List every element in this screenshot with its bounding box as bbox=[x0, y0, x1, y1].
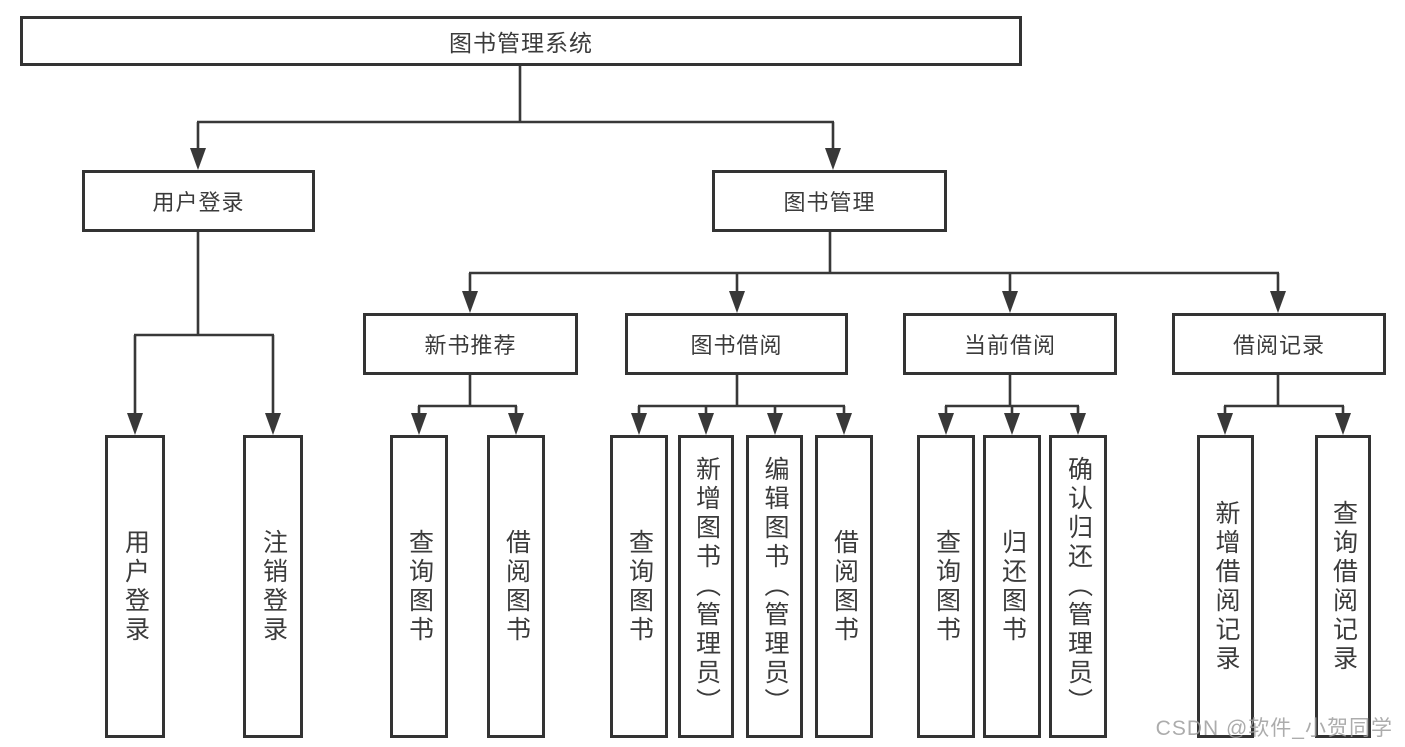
leaf-user-login: 用户登录 bbox=[105, 435, 165, 738]
node-root-system: 图书管理系统 bbox=[20, 16, 1022, 66]
leaf-edit-book-admin-label: 编辑图书（管理员） bbox=[761, 456, 789, 717]
leaf-query-books-current-label: 查询图书 bbox=[932, 528, 961, 645]
leaf-add-borrow-record: 新增借阅记录 bbox=[1197, 435, 1254, 738]
leaf-query-books-recommend: 查询图书 bbox=[390, 435, 448, 738]
node-borrowing-records: 借阅记录 bbox=[1172, 313, 1386, 375]
leaf-query-borrow-record-label: 查询借阅记录 bbox=[1329, 499, 1358, 674]
leaf-borrow-books-label: 借阅图书 bbox=[830, 528, 859, 645]
leaf-borrow-books-recommend-label: 借阅图书 bbox=[502, 528, 531, 645]
node-current-borrowing: 当前借阅 bbox=[903, 313, 1117, 375]
node-book-borrowing: 图书借阅 bbox=[625, 313, 848, 375]
node-book-management: 图书管理 bbox=[712, 170, 947, 232]
leaf-query-books-borrow: 查询图书 bbox=[610, 435, 668, 738]
leaf-query-books-recommend-label: 查询图书 bbox=[405, 528, 434, 645]
node-user-login: 用户登录 bbox=[82, 170, 315, 232]
leaf-add-borrow-record-label: 新增借阅记录 bbox=[1212, 499, 1240, 674]
leaf-query-borrow-record: 查询借阅记录 bbox=[1315, 435, 1371, 738]
leaf-add-book-admin: 新增图书（管理员） bbox=[678, 435, 734, 738]
leaf-return-book-label: 归还图书 bbox=[998, 528, 1027, 645]
leaf-query-books-current: 查询图书 bbox=[917, 435, 975, 738]
leaf-query-books-borrow-label: 查询图书 bbox=[625, 528, 654, 645]
leaf-borrow-books-recommend: 借阅图书 bbox=[487, 435, 545, 738]
leaf-user-login-label: 用户登录 bbox=[121, 528, 150, 645]
leaf-add-book-admin-label: 新增图书（管理员） bbox=[692, 456, 721, 717]
leaf-return-book: 归还图书 bbox=[983, 435, 1041, 738]
arrowheads bbox=[127, 148, 1351, 435]
leaf-confirm-return-admin-label: 确认归还（管理员） bbox=[1064, 456, 1093, 717]
leaf-confirm-return-admin: 确认归还（管理员） bbox=[1049, 435, 1107, 738]
node-new-book-recommendation: 新书推荐 bbox=[363, 313, 578, 375]
leaf-logout: 注销登录 bbox=[243, 435, 303, 738]
watermark: CSDN @软件_小贺同学 bbox=[1155, 717, 1393, 740]
leaf-borrow-books: 借阅图书 bbox=[815, 435, 873, 738]
leaf-logout-label: 注销登录 bbox=[259, 528, 288, 645]
leaf-edit-book-admin: 编辑图书（管理员） bbox=[746, 435, 803, 738]
